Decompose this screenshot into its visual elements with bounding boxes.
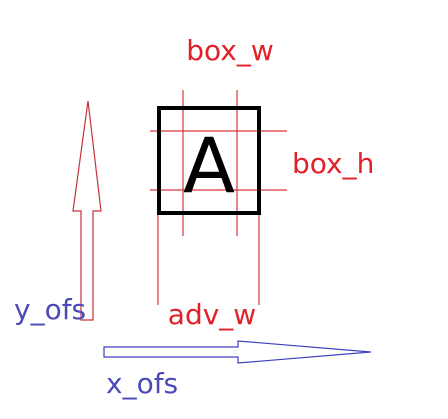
x-ofs-label: x_ofs <box>106 367 178 400</box>
y-offset-arrow <box>72 100 102 321</box>
x-offset-arrow <box>103 340 372 364</box>
box-w-label: box_w <box>186 34 274 67</box>
glyph-box <box>157 106 261 215</box>
glyph-letter: A <box>183 121 235 210</box>
box-h-label: box_h <box>292 147 374 180</box>
y-ofs-label: y_ofs <box>14 293 86 326</box>
adv-w-label: adv_w <box>168 298 256 331</box>
